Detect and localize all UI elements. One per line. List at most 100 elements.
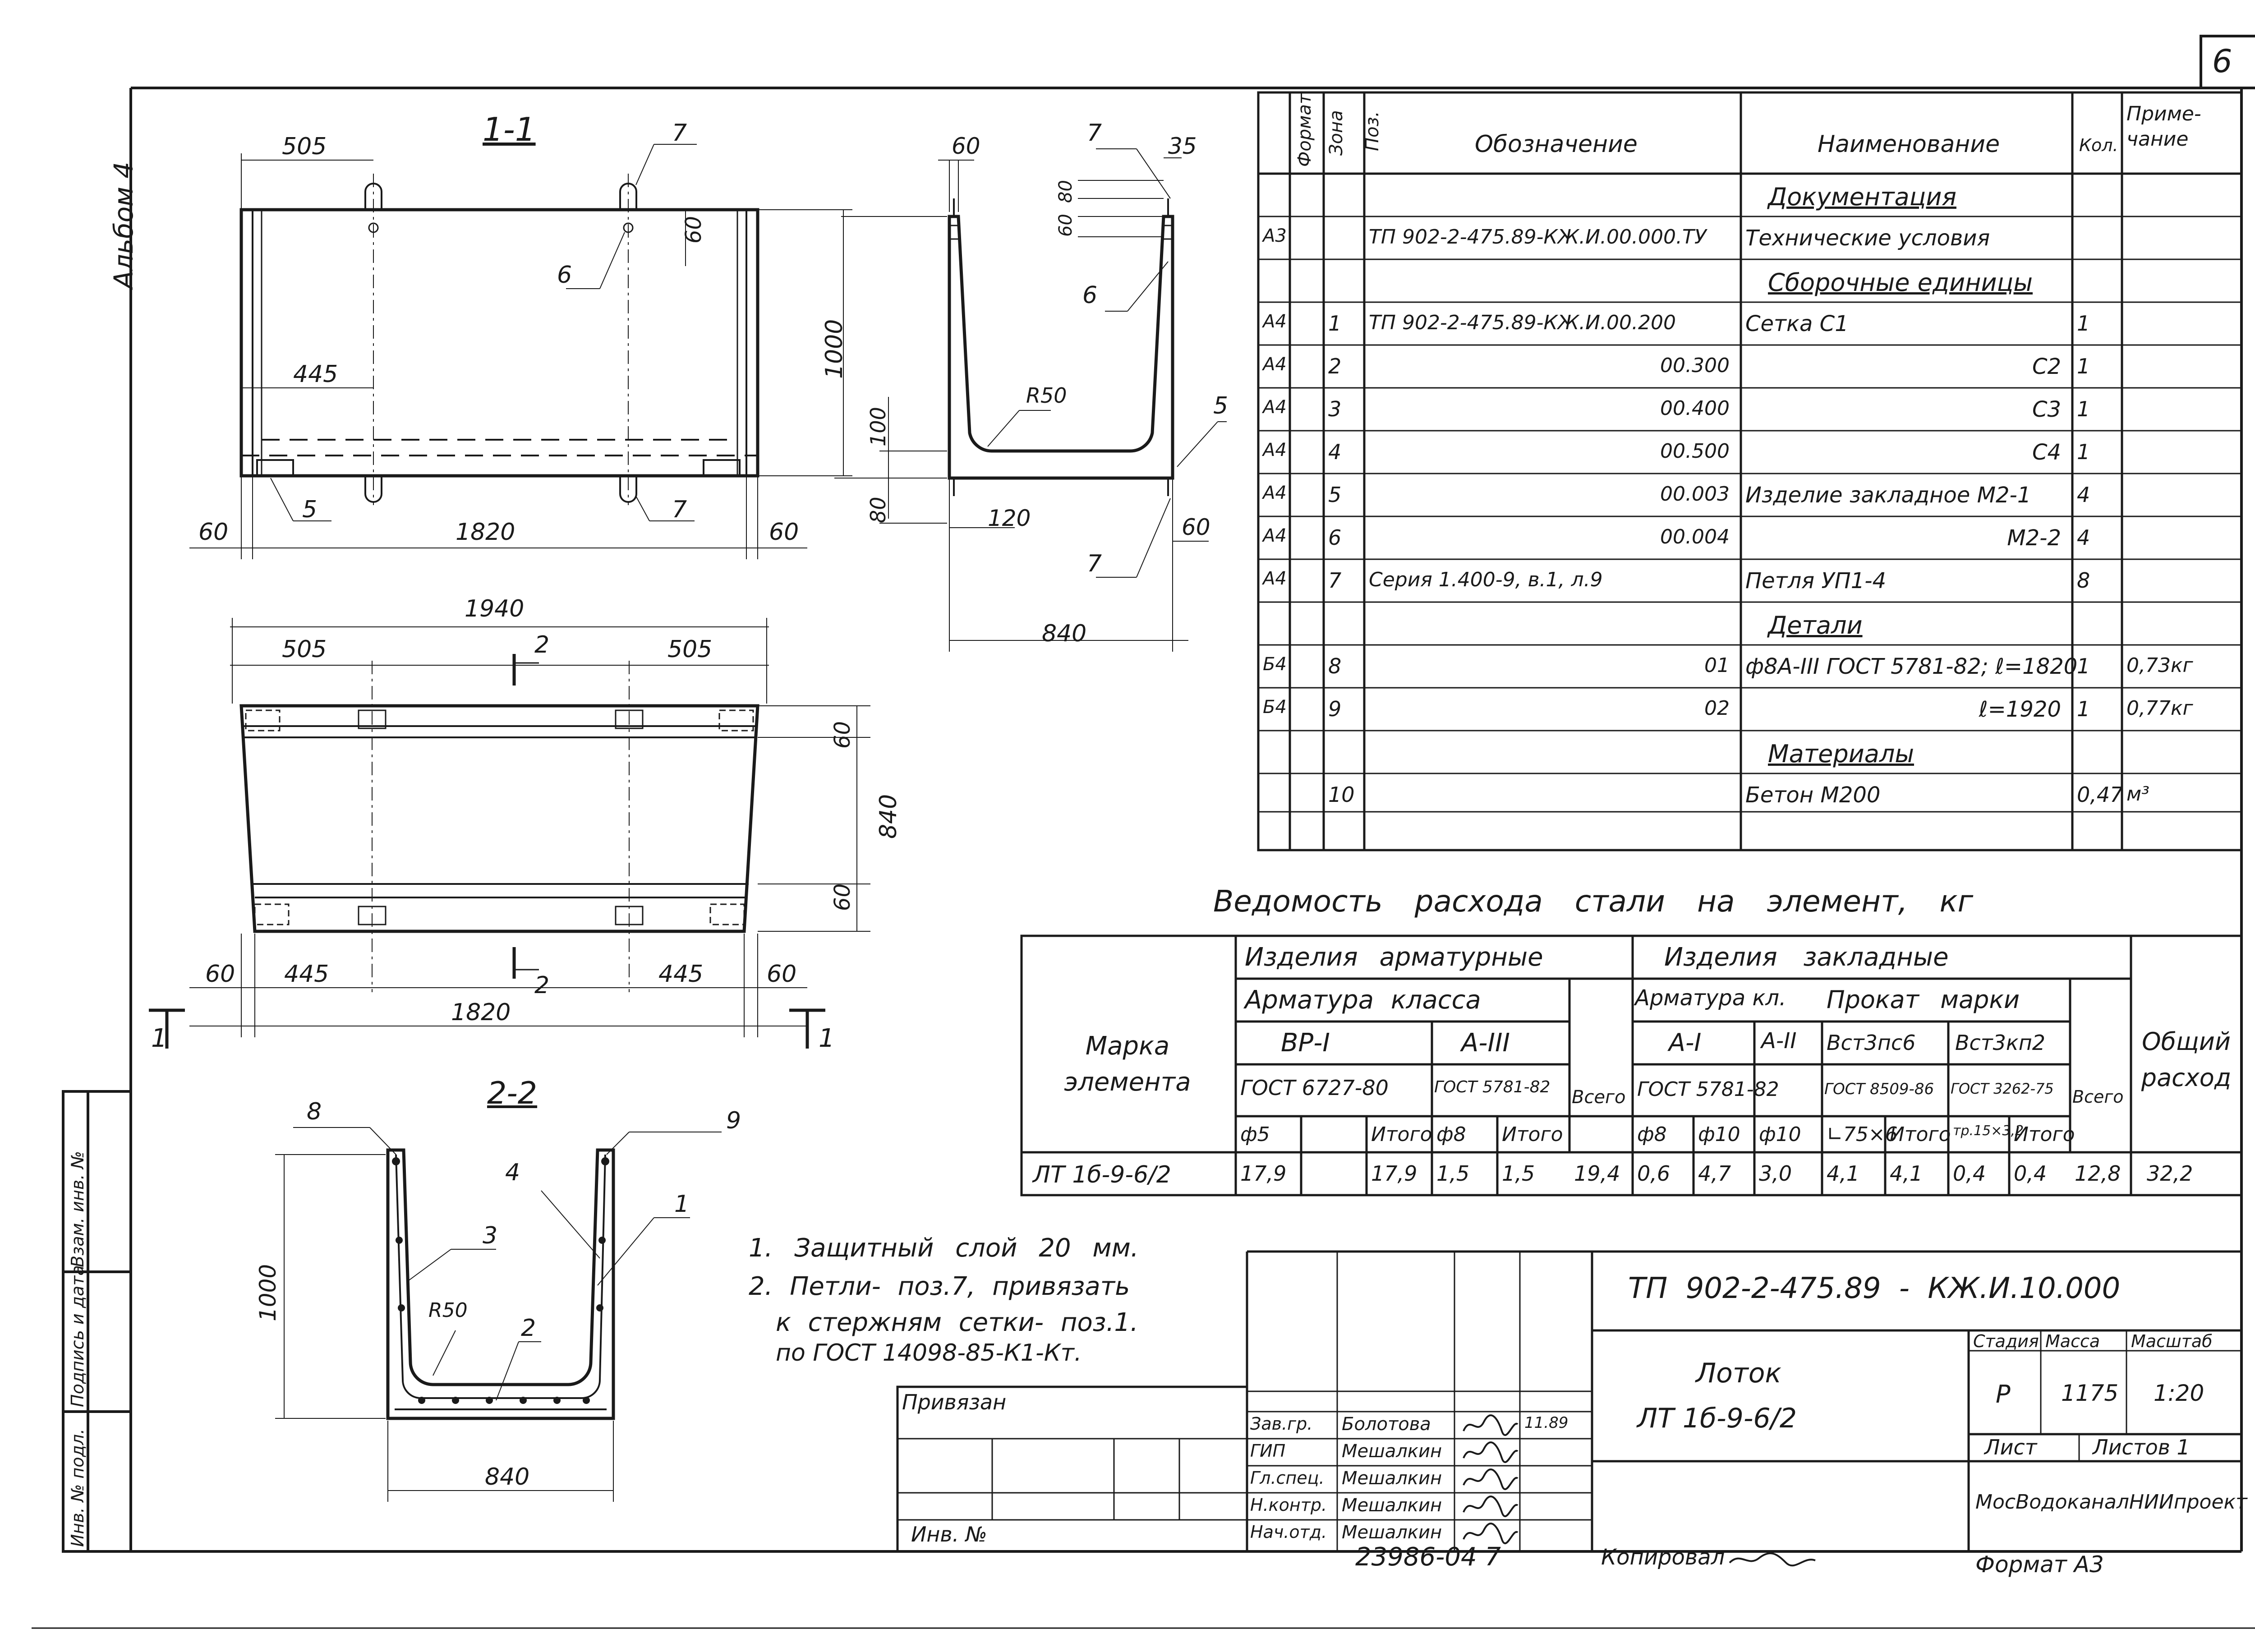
steel-arm-header: Изделия арматурные [1245,943,1543,972]
steel-title: Ведомость расхода стали на элемент, кг [1213,884,1974,919]
s22-callout-3: 3 [483,1222,498,1249]
steel-gost5781a: ГОСТ 5781-82 [1434,1078,1551,1096]
steel-total-header: Общий расход [2141,1027,2232,1092]
steel-vst3kp2: Вст3кп2 [1955,1031,2046,1055]
steel-value-cell: 17,9 [1371,1161,1417,1186]
steel-value-cell: 0,4 [1953,1161,1986,1186]
spec-header-qty: Кол. [2079,135,2118,155]
steel-vst3ps6: Вст3пс6 [1827,1031,1916,1055]
tb-sheet-label: Лист [1984,1435,2037,1459]
callout-6-a: 6 [557,262,572,289]
tb-inv: Инв. № [911,1522,987,1546]
spec-header-zone: Зона [1326,110,1347,156]
signature-mark [1463,1496,1519,1517]
view-1-1 [189,144,852,559]
plan-dim-1940: 1940 [465,595,525,622]
side-label-zam: Взам. инв. № [68,1150,87,1267]
section-mark-1-left: 1 [151,1024,167,1053]
steel-emb-arm: Арматура кл. [1635,985,1786,1011]
side-callout-7b: 7 [1087,550,1102,577]
spec-cell-pos: 9 [1328,697,1342,721]
tb-scale: 1:20 [2154,1380,2204,1406]
steel-value-cell: 0,4 [2014,1161,2047,1186]
steel-gost8509: ГОСТ 8509-86 [1824,1080,1934,1098]
signature-mark [1463,1523,1519,1544]
spec-cell-name: Детали [1768,611,1863,640]
steel-value-cell: 32,2 [2147,1161,2193,1186]
steel-arm-class: Арматура класса [1245,985,1481,1015]
spec-cell-name: С3 [2032,397,2061,422]
steel-subheader-cell: ф5 [1240,1123,1270,1146]
plan-dim-60a: 60 [830,721,855,749]
steel-subheader-cell: тр.15×3,2 [1953,1123,2024,1139]
spec-cell-qty: 1 [2077,654,2090,678]
tb-role: Гл.спец. [1250,1468,1325,1488]
signature-mark [1463,1414,1519,1436]
steel-gost3262: ГОСТ 3262-75 [1951,1080,2054,1097]
signature-mark [1463,1441,1519,1463]
callout-7-b: 7 [672,496,687,523]
spec-cell-name: Документация [1768,183,1956,211]
plan-dim-445b: 445 [658,961,704,988]
spec-cell-fmt: А3 [1263,225,1287,246]
spec-cell-qty: 1 [2077,311,2090,336]
spec-cell-fmt: А4 [1263,568,1287,589]
spec-cell-pos: 2 [1328,354,1342,378]
steel-value-cell: 4,7 [1698,1161,1731,1186]
spec-cell-name: М2-2 [2007,525,2061,551]
note-2-cont: к стержням сетки- поз.1. [776,1308,1138,1337]
dim-445-a: 445 [293,361,338,388]
spec-cell-qty: 1 [2077,440,2090,464]
spec-cell-fmt: А4 [1263,525,1287,546]
steel-value-cell: 1,5 [1436,1161,1470,1186]
spec-header-name: Наименование [1818,131,2000,158]
spec-cell-des: 02 [1704,697,1730,720]
spec-cell-qty: 1 [2077,697,2090,721]
steel-value-cell: 0,6 [1637,1161,1671,1186]
spec-header-pos: Поз. [1362,111,1383,151]
tb-name: Мешалкин [1342,1495,1442,1516]
steel-table-grid [1020,934,2243,1196]
spec-cell-qty: 0,47 [2077,782,2123,807]
tb-name: Болотова [1342,1414,1431,1435]
steel-gost6727: ГОСТ 6727-80 [1240,1076,1389,1100]
spec-cell-note: 0,77кг [2126,697,2193,720]
section-mark-1-right: 1 [819,1024,835,1053]
spec-cell-fmt: Б4 [1263,697,1287,718]
spec-cell-qty: 4 [2077,525,2090,550]
steel-subheader-cell: Итого [1371,1123,1432,1146]
spec-cell-name: Технические условия [1745,225,1990,251]
steel-value-cell: 4,1 [1827,1161,1860,1186]
tb-name-1: Лоток [1696,1357,1781,1389]
steel-subheader-cell: Итого [1890,1123,1951,1146]
spec-cell-des: 01 [1704,654,1730,677]
tb-date: 11.89 [1524,1414,1569,1432]
dim-60-c: 60 [769,519,799,546]
view-side [834,148,1227,652]
steel-a3: А-III [1461,1028,1510,1058]
footer-copied: Копировал [1601,1545,1725,1570]
steel-vsego-2: Всего [2072,1087,2124,1107]
spec-cell-pos: 1 [1328,311,1342,336]
tb-stage-label: Стадия [1973,1331,2039,1351]
plan-dim-60c: 60 [205,961,235,988]
spec-cell-des: 00.500 [1660,440,1730,463]
tb-role: Зав.гр. [1250,1414,1313,1434]
spec-cell-des: 00.300 [1660,354,1730,377]
steel-vsego-1: Всего [1572,1087,1626,1108]
section-mark-2-top: 2 [534,631,550,658]
footer-format: Формат А3 [1975,1551,2104,1578]
spec-cell-qty: 8 [2077,568,2090,593]
spec-cell-des: 00.400 [1660,397,1730,420]
spec-cell-fmt: А4 [1263,311,1287,332]
spec-cell-name: С2 [2032,354,2061,379]
section-mark-2-bottom: 2 [534,972,550,999]
s22-dim-1000: 1000 [255,1264,281,1321]
plan-dim-60d: 60 [767,961,797,988]
spec-cell-pos: 4 [1328,440,1342,464]
view-2-2 [275,1127,722,1502]
spec-header-format: Формат [1294,93,1315,167]
side-dim-60b: 60 [1055,214,1076,237]
spec-table-grid [1257,91,2243,851]
spec-cell-pos: 8 [1328,654,1342,678]
